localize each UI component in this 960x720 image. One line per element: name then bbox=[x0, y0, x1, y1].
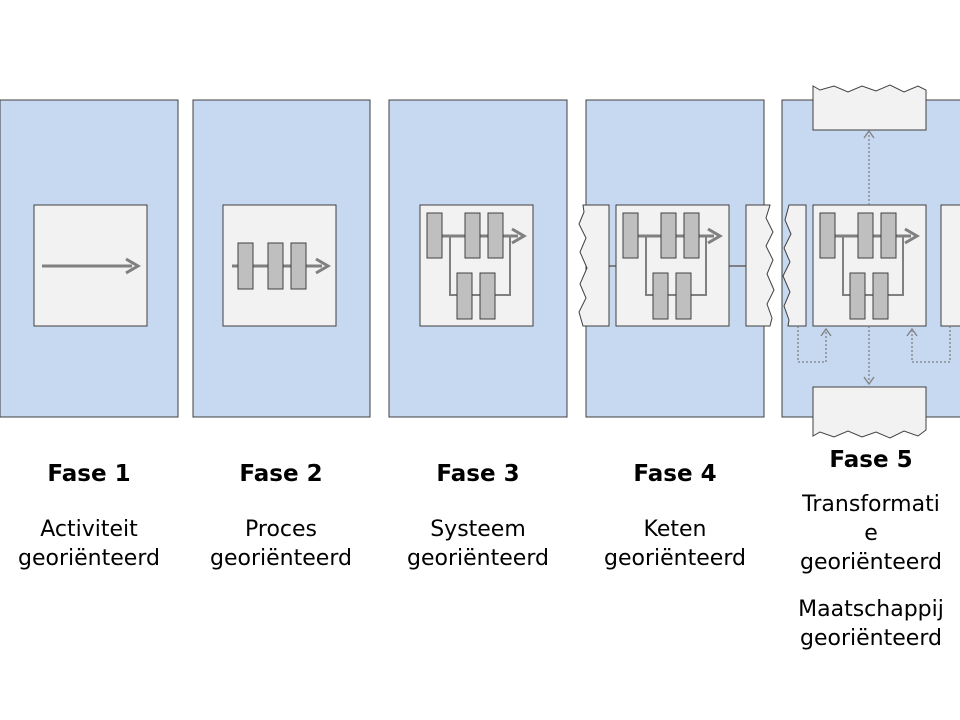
phase-5-desc-secondary: Maatschappij georiënteerd bbox=[781, 595, 960, 653]
phase-5-desc-line4: georiënteerd bbox=[800, 626, 942, 651]
phase-2-label: Fase 2 Proces georiënteerd bbox=[191, 461, 371, 573]
phase-1-desc-line1: Activiteit bbox=[40, 517, 138, 542]
phase-5-arrow-heads bbox=[820, 129, 918, 386]
phase-5-desc: Transformati e georiënteerd bbox=[781, 490, 960, 577]
phase-3-desc-line2: georiënteerd bbox=[407, 546, 549, 571]
phase-5-transformation-icon bbox=[812, 204, 927, 327]
phase-4-title: Fase 4 bbox=[633, 461, 717, 487]
phase-2-desc-line1: Proces bbox=[245, 517, 317, 542]
phase-4-right-torn-box bbox=[745, 204, 775, 327]
phase-2-desc-line2: georiënteerd bbox=[210, 546, 352, 571]
phase-1-label: Fase 1 Activiteit georiënteerd bbox=[0, 461, 179, 573]
phase-3-label: Fase 3 Systeem georiënteerd bbox=[388, 461, 568, 573]
phase-5-desc-line2: georiënteerd bbox=[800, 550, 942, 575]
phase-5-label: Fase 5 Transformati e georiënteerd Maats… bbox=[781, 447, 960, 653]
phase-4-chain-icon bbox=[615, 204, 730, 327]
phase-1-activity-icon bbox=[33, 204, 148, 327]
phase-3-desc: Systeem georiënteerd bbox=[388, 515, 568, 573]
phase-4-desc: Keten georiënteerd bbox=[585, 515, 765, 573]
phase-2-title: Fase 2 bbox=[239, 461, 323, 487]
phase-1-desc-line2: georiënteerd bbox=[18, 546, 160, 571]
phase-4-desc-line1: Keten bbox=[643, 517, 707, 542]
phase-3-system-icon bbox=[419, 204, 534, 327]
phase-5-top-torn-box bbox=[812, 84, 927, 131]
phase-5-title: Fase 5 bbox=[829, 447, 913, 473]
phase-4-left-torn-box bbox=[578, 204, 610, 327]
phase-4-desc-line2: georiënteerd bbox=[604, 546, 746, 571]
phase-3-title: Fase 3 bbox=[436, 461, 520, 487]
phase-5-desc-line3: Maatschappij bbox=[798, 597, 944, 622]
phase-1-title: Fase 1 bbox=[47, 461, 131, 487]
phase-5-dotted-arrows bbox=[797, 135, 951, 382]
phase-5-desc-line1b: e bbox=[864, 521, 878, 546]
phase-5-right-box bbox=[940, 204, 960, 327]
phase-5-bottom-torn-box bbox=[812, 386, 927, 439]
phase-1-desc: Activiteit georiënteerd bbox=[0, 515, 179, 573]
phase-5-desc-line1: Transformati bbox=[802, 492, 940, 517]
phase-5-left-torn-box bbox=[782, 204, 807, 327]
phase-2-process-icon bbox=[222, 204, 337, 327]
phase-2-desc: Proces georiënteerd bbox=[191, 515, 371, 573]
phase-3-desc-line1: Systeem bbox=[430, 517, 526, 542]
phase-4-label: Fase 4 Keten georiënteerd bbox=[585, 461, 765, 573]
